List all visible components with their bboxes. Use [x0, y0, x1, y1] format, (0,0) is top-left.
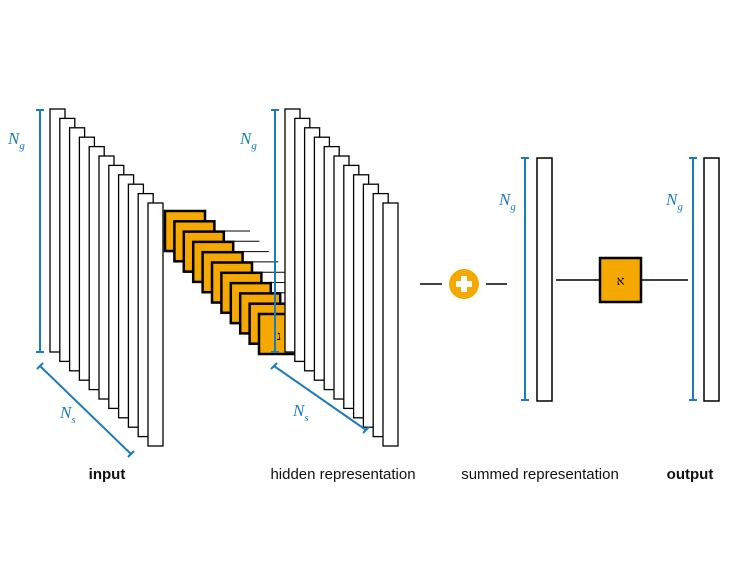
hidden-genes-bracket: [271, 109, 279, 353]
hidden-samples-label: Ns: [292, 401, 309, 424]
output-genes-bracket: [689, 157, 697, 401]
output-operator-box: [598, 256, 643, 304]
caption-summed: summed representation: [461, 466, 619, 483]
hidden-layer-stack: [284, 108, 399, 447]
hidden-genes-label: Ng: [239, 129, 257, 152]
input-genes-bracket: [36, 109, 44, 353]
summed-genes-bracket: [521, 157, 529, 401]
caption-hidden: hidden representation: [270, 466, 415, 483]
per-sample-operator-symbol: נ: [277, 329, 281, 344]
input-layer: [147, 202, 164, 447]
summed-genes-label: Ng: [498, 190, 516, 213]
output-genes-label: Ng: [665, 190, 683, 213]
output-vector: [703, 157, 720, 402]
caption-input: input: [89, 466, 126, 483]
input-samples-label: Ns: [59, 403, 76, 426]
hidden-samples-bracket: [270, 362, 370, 434]
input-layer-stack: [49, 108, 164, 447]
plus-icon: [449, 269, 479, 299]
input-genes-label: Ng: [7, 129, 25, 152]
hidden-layer: [382, 202, 399, 447]
caption-output: output: [667, 466, 714, 483]
summed-vector: [536, 157, 553, 402]
input-samples-bracket: [36, 362, 135, 458]
output-operator-symbol: א: [617, 274, 625, 289]
